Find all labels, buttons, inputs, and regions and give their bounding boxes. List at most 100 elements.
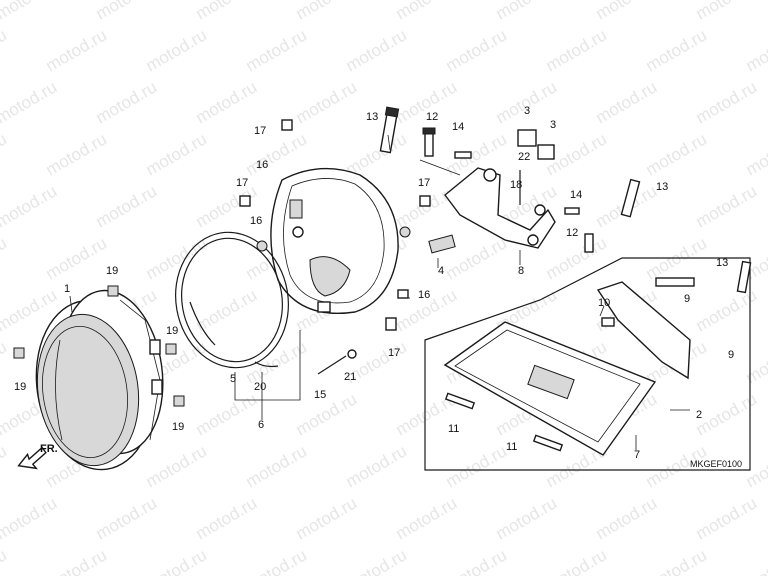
watermark-text: motod.ru xyxy=(193,77,261,127)
watermark-text: motod.ru xyxy=(0,545,10,576)
watermark-text: motod.ru xyxy=(0,0,60,23)
callout-12: 12 xyxy=(566,227,578,239)
watermark-text: motod.ru xyxy=(743,545,768,576)
watermark-text: motod.ru xyxy=(443,441,511,491)
watermark-text: motod.ru xyxy=(193,389,261,439)
callout-22: 22 xyxy=(518,151,530,163)
callout-11: 11 xyxy=(448,423,459,435)
callout-8: 8 xyxy=(518,265,524,277)
watermark-text: motod.ru xyxy=(643,545,711,576)
callout-16: 16 xyxy=(418,289,430,301)
watermark-text: motod.ru xyxy=(743,129,768,179)
callout-14: 14 xyxy=(570,189,582,201)
watermark-text: motod.ru xyxy=(93,493,161,543)
callout-16: 16 xyxy=(256,159,268,171)
callout-2: 2 xyxy=(696,409,702,421)
diagram-code: MKGEF0100 xyxy=(690,459,742,469)
callouts: 1 2 3 3 4 5 6 7 8 9 9 10 11 11 12 12 13 … xyxy=(14,105,734,461)
watermark-text: motod.ru xyxy=(343,25,411,75)
watermark-text: motod.ru xyxy=(43,545,111,576)
watermark-text: motod.ru xyxy=(543,545,611,576)
watermark-text: motod.ru xyxy=(343,441,411,491)
watermark-text: motod.ru xyxy=(0,337,10,387)
watermark-text: motod.ru xyxy=(43,25,111,75)
watermark-text: motod.ru xyxy=(0,129,10,179)
front-marker-label: FR. xyxy=(40,443,58,455)
watermark-text: motod.ru xyxy=(293,493,361,543)
watermark-text: motod.ru xyxy=(143,129,211,179)
watermark-text: motod.ru xyxy=(143,545,211,576)
watermark-text: motod.ru xyxy=(543,233,611,283)
callout-10: 10 xyxy=(598,297,610,309)
watermark-text: motod.ru xyxy=(643,25,711,75)
watermark-text: motod.ru xyxy=(593,77,661,127)
callout-19: 19 xyxy=(172,421,184,433)
callout-20: 20 xyxy=(254,381,266,393)
callout-3: 3 xyxy=(524,105,530,117)
rim-ring xyxy=(175,231,289,369)
watermark-text: motod.ru xyxy=(93,0,161,23)
callout-6: 6 xyxy=(258,419,264,431)
watermark-text: motod.ru xyxy=(43,129,111,179)
watermark-text: motod.ru xyxy=(93,181,161,231)
watermark-text: motod.ru xyxy=(0,25,10,75)
callout-16: 16 xyxy=(250,215,262,227)
watermark-text: motod.ru xyxy=(693,181,761,231)
watermark-text: motod.ru xyxy=(743,441,768,491)
watermark-text: motod.ru xyxy=(693,493,761,543)
callout-13: 13 xyxy=(716,257,728,269)
callout-5: 5 xyxy=(230,373,236,385)
watermark-text: motod.ru xyxy=(43,233,111,283)
watermark-text: motod.ru xyxy=(0,181,60,231)
watermark-text: motod.ru xyxy=(493,0,561,23)
watermark-text: motod.ru xyxy=(393,0,461,23)
callout-18: 18 xyxy=(510,179,522,191)
watermark-text: motod.ru xyxy=(393,493,461,543)
watermark-text: motod.ru xyxy=(0,233,10,283)
callout-12: 12 xyxy=(426,111,438,123)
watermark-text: motod.ru xyxy=(193,0,261,23)
watermark-text: motod.ru xyxy=(293,389,361,439)
watermark-text: motod.ru xyxy=(243,545,311,576)
watermark-text: motod.ru xyxy=(743,25,768,75)
watermark-text: motod.ru xyxy=(143,441,211,491)
callout-1: 1 xyxy=(64,283,70,295)
callout-19: 19 xyxy=(14,381,26,393)
watermark-text: motod.ru xyxy=(293,77,361,127)
headlight-unit xyxy=(35,289,164,471)
callout-21: 21 xyxy=(344,371,356,383)
callout-13: 13 xyxy=(366,111,378,123)
callout-19: 19 xyxy=(166,325,178,337)
watermark-text: motod.ru xyxy=(193,493,261,543)
callout-13: 13 xyxy=(656,181,668,193)
watermark-text: motod.ru xyxy=(0,77,60,127)
watermark-text: motod.ru xyxy=(443,545,511,576)
watermark-text: motod.ru xyxy=(143,25,211,75)
watermark-text: motod.ru xyxy=(0,493,60,543)
watermark-text: motod.ru xyxy=(543,25,611,75)
callout-17: 17 xyxy=(254,125,266,137)
hardware xyxy=(13,106,641,407)
callout-4: 4 xyxy=(438,265,444,277)
callout-7: 7 xyxy=(634,449,640,461)
headlight-case xyxy=(270,167,399,314)
watermark-text: motod.ru xyxy=(743,337,768,387)
callout-3: 3 xyxy=(550,119,556,131)
bracket-assembly xyxy=(444,129,556,249)
watermark-text: motod.ru xyxy=(0,441,10,491)
watermark-text: motod.ru xyxy=(243,25,311,75)
watermark-text: motod.ru xyxy=(693,77,761,127)
callout-14: 14 xyxy=(452,121,464,133)
callout-19: 19 xyxy=(106,265,118,277)
callout-17: 17 xyxy=(236,177,248,189)
callout-11: 11 xyxy=(506,441,517,453)
leader-lines xyxy=(69,134,690,450)
front-arrow: FR. xyxy=(17,443,58,470)
callout-17: 17 xyxy=(418,177,430,189)
watermark-text: motod.ru xyxy=(643,129,711,179)
watermark-text: motod.ru xyxy=(593,0,661,23)
callout-15: 15 xyxy=(314,389,326,401)
watermark-text: motod.ru xyxy=(593,493,661,543)
callout-9: 9 xyxy=(684,293,690,305)
